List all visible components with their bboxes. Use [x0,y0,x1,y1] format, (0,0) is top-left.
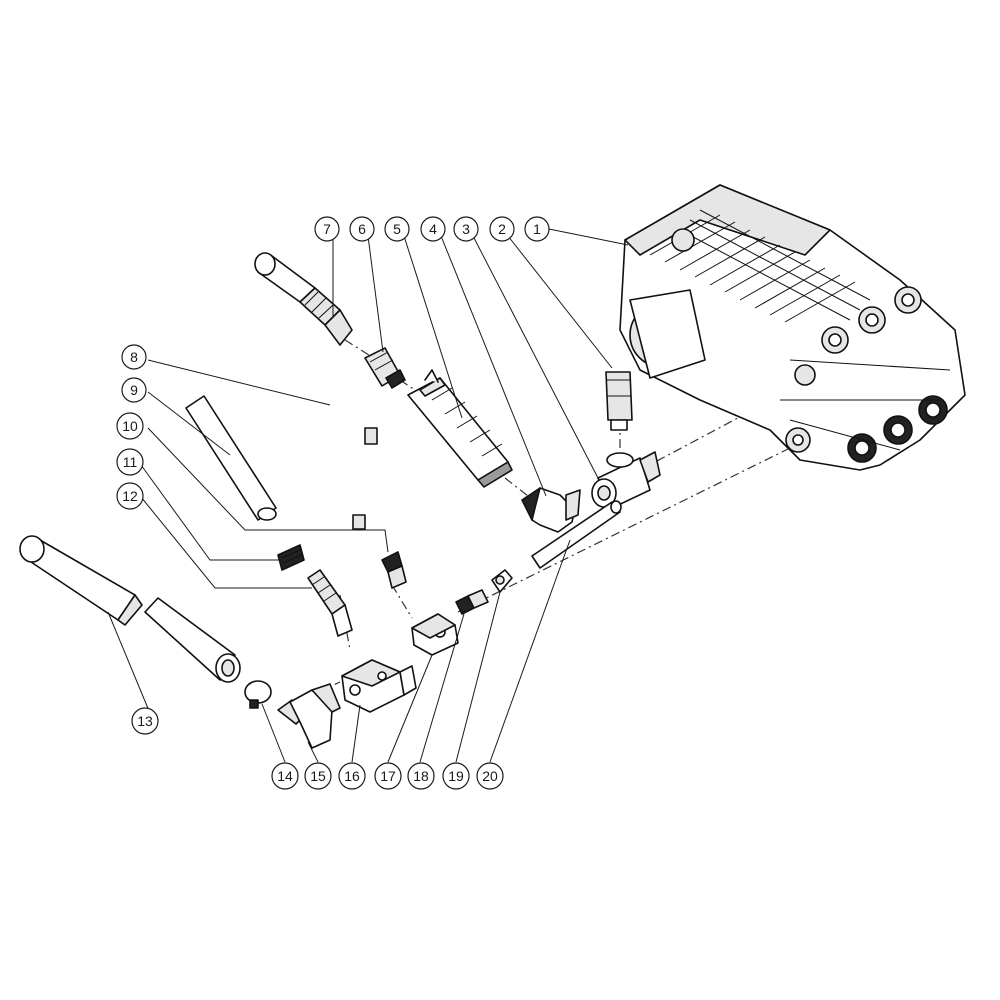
check-valve[interactable] [491,569,513,593]
callout-label: 2 [498,221,506,237]
callout-label: 1 [533,221,541,237]
callout-label: 11 [123,454,138,470]
callout-label: 13 [137,713,153,729]
hose-clamp[interactable] [277,544,305,571]
adapter-block[interactable] [411,613,459,656]
callout-18: 18 [407,762,435,790]
callout-8: 8 [121,344,147,370]
elbow-fitting[interactable] [521,487,581,533]
callout-label: 8 [130,349,138,365]
callout-label: 18 [413,768,429,784]
callout-15: 15 [304,762,332,790]
hose-straight[interactable] [185,395,277,521]
unloader-valve[interactable] [407,369,513,488]
elbow-hose-barb[interactable] [277,683,341,749]
callout-14: 14 [271,762,299,790]
callout-10: 10 [116,412,144,440]
callout-9: 9 [121,377,147,403]
callout-12: 12 [116,482,144,510]
pressure-fitting[interactable] [605,371,633,431]
rod-tube[interactable] [531,500,622,569]
callout-2: 2 [489,216,515,242]
callout-13: 13 [131,707,159,735]
tee-fitting[interactable] [591,451,661,509]
callout-label: 20 [482,768,498,784]
callout-1: 1 [524,216,550,242]
callout-11: 11 [116,448,144,476]
barbed-fitting[interactable] [307,569,353,637]
callout-4: 4 [420,216,446,242]
callout-19: 19 [442,762,470,790]
callout-label: 10 [122,418,138,434]
callout-label: 14 [277,768,293,784]
callout-7: 7 [314,216,340,242]
callout-label: 6 [358,221,366,237]
callout-5: 5 [384,216,410,242]
callout-leaders [107,228,629,763]
callout-label: 7 [323,221,331,237]
nipple-fitting[interactable] [364,347,406,389]
callout-label: 5 [393,221,401,237]
small-nipple[interactable] [381,551,407,589]
nozzle-fitting[interactable] [455,589,489,615]
callout-label: 3 [462,221,470,237]
callout-label: 15 [310,768,326,784]
callout-20: 20 [476,762,504,790]
callout-label: 4 [429,221,437,237]
callout-label: 17 [380,768,396,784]
callout-6: 6 [349,216,375,242]
callout-label: 9 [130,382,138,398]
large-hose[interactable] [19,535,241,683]
bent-tube[interactable] [319,389,378,530]
callout-3: 3 [453,216,479,242]
hose-end-top[interactable] [254,252,353,346]
callout-label: 12 [122,488,138,504]
callout-17: 17 [374,762,402,790]
pump-body[interactable] [619,184,966,471]
callout-label: 16 [344,768,360,784]
callout-label: 19 [448,768,464,784]
callout-16: 16 [338,762,366,790]
clamp-ring[interactable] [244,680,272,709]
manifold-block[interactable] [341,659,417,713]
